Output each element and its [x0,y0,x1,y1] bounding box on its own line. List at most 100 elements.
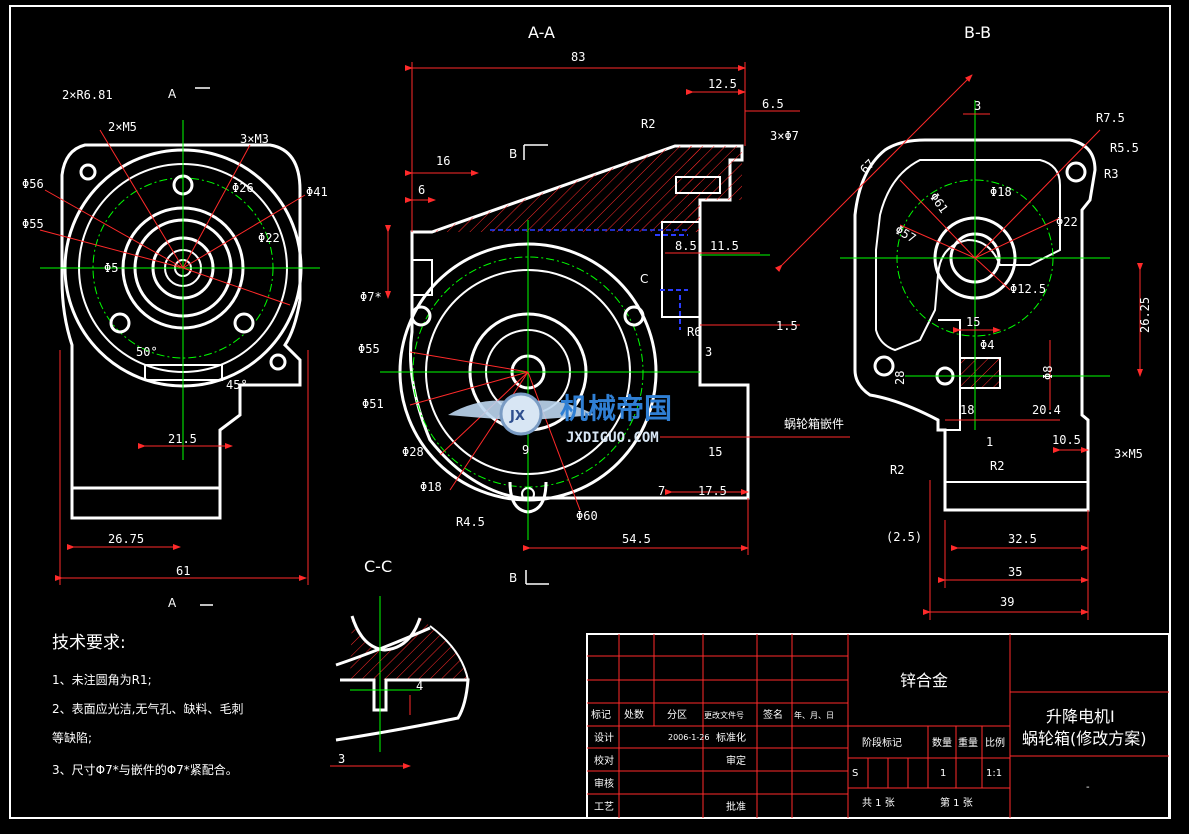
tb-check: 校对 [594,754,614,767]
dim-r3: R3 [1104,167,1118,181]
tb-scale-value: 1:1 [986,768,1002,779]
tb-header-change-no: 更改文件号 [704,710,744,720]
dim-16: 16 [436,154,450,168]
dim-d41: Φ41 [306,185,328,199]
tb-quantity-value: 1 [940,768,946,779]
watermark-url: JXDIGUO.COM [566,430,659,446]
dim-35: 35 [1008,565,1022,579]
dim-32-5: 32.5 [1008,532,1037,546]
dim-61: 61 [176,564,190,578]
section-aa-title: A-A [528,23,555,42]
dim-9: 9 [522,443,529,457]
tb-quantity: 数量 [932,736,952,749]
dim-2xm5: 2×M5 [108,120,137,134]
tb-sheet-no: 第 1 张 [940,796,973,809]
section-aa-labels: A-A B B C 83 12.5 6.5 R2 3×Φ7 16 6 8.5 1… [358,23,844,585]
dim-15: 15 [708,445,722,459]
tb-stage-value: S [852,768,858,779]
tech-item-2: 2、表面应光洁,无气孔、缺料、毛刺 [52,701,243,716]
tb-standardize: 标准化 [716,731,746,744]
dim-15: 15 [966,315,980,329]
dim-26-75: 26.75 [108,532,144,546]
dim-d26: Φ26 [232,181,254,195]
part-label-insert: 蜗轮箱嵌件 [784,416,844,431]
dim-r6: R6 [687,325,701,339]
dim-3xm3: 3×M3 [240,132,269,146]
watermark-logo-text: JX [509,409,525,424]
tb-part-title-1: 升降电机Ⅰ [1046,707,1115,726]
dim-6-5: 6.5 [762,97,784,111]
front-view-labels: A A 2×R6.81 2×M5 3×M3 Φ56 Φ55 Φ26 Φ41 Φ2… [22,87,328,610]
tb-header-count: 处数 [624,708,644,721]
tb-header-zone: 分区 [667,709,687,721]
section-cc-labels: C-C 4 3 [338,557,423,766]
dim-39: 39 [1000,595,1014,609]
cut-b-top: B [509,147,517,161]
dim-r4-5: R4.5 [456,515,485,529]
dim-d18: Φ18 [990,185,1012,199]
section-bb-labels: B-B 67 3 R7.5 R5.5 R3 Φ61 Φ18 Φ57 Φ22 Φ1… [857,23,1152,609]
dim-3: 3 [974,99,981,113]
section-cc-title: C-C [364,557,392,576]
dim-d51: Φ51 [362,397,384,411]
dim-28: 28 [893,371,907,385]
section-bb-title: B-B [964,23,991,42]
tb-total-sheets: 共 1 张 [862,797,895,809]
dim-3: 3 [338,752,345,766]
dim-d60: Φ60 [576,509,598,523]
dim-d55: Φ55 [358,342,380,356]
cut-c: C [640,272,648,286]
dim-2-5: (2.5) [886,530,922,544]
tech-item-1: 1、未注圆角为R1; [52,672,152,687]
dim-8-5: 8.5 [675,239,697,253]
tb-stage-mark: 阶段标记 [862,736,902,749]
dim-d5: Φ5 [104,261,118,275]
tb-header-mark: 标记 [591,709,611,721]
dim-d28: Φ28 [402,445,424,459]
tb-material: 锌合金 [900,671,948,690]
dim-18: 18 [960,403,974,417]
section-label-a-top: A [168,87,177,101]
dim-26-25: 26.25 [1138,297,1152,333]
dim-d22: Φ22 [1056,215,1078,229]
dim-d22: Φ22 [258,231,280,245]
dim-1-5: 1.5 [776,319,798,333]
section-aa-view [380,62,850,585]
dim-50deg: 50° [136,345,158,359]
tb-header-date: 年、月、日 [794,710,834,720]
title-block: 标记 处数 分区 更改文件号 签名 年、月、日 设计 2006-1-26 标准化… [586,633,1170,819]
dim-3: 3 [705,345,712,359]
dim-45deg: 45° [226,378,248,392]
tech-item-3: 等缺陷; [52,730,92,745]
dim-d8: Φ8 [1041,366,1055,380]
dim-r7-5: R7.5 [1096,111,1125,125]
tb-header-sign: 签名 [763,708,783,721]
dim-4: 4 [416,679,423,693]
dim-d18: Φ18 [420,480,442,494]
dim-d57: Φ57 [893,223,919,246]
dim-2xr681: 2×R6.81 [62,88,113,102]
tb-design: 设计 [594,731,614,744]
watermark-logo: JX 机械帝国 JXDIGUO.COM [448,392,672,446]
tb-approve: 批准 [726,800,746,813]
dim-d7-star: Φ7* [360,290,382,304]
dim-17-5: 17.5 [698,484,727,498]
tech-requirements: 技术要求: 1、未注圆角为R1; 2、表面应光洁,无气孔、缺料、毛刺 等缺陷; … [52,633,243,777]
watermark-name: 机械帝国 [560,392,672,425]
dim-3xd7: 3×Φ7 [770,129,799,143]
dim-11-5: 11.5 [710,239,739,253]
tb-scale: 比例 [985,736,1005,749]
dim-d56: Φ56 [22,177,44,191]
dim-r2-a: R2 [890,463,904,477]
tb-review: 审定 [726,754,746,767]
dim-10-5: 10.5 [1052,433,1081,447]
dim-83: 83 [571,50,585,64]
dim-3xm5: 3×M5 [1114,447,1143,461]
tb-audit: 审核 [594,777,614,790]
dim-d55: Φ55 [22,217,44,231]
tech-heading: 技术要求: [52,633,126,653]
tb-drawing-no: - [1086,782,1090,793]
tech-item-4: 3、尺寸Φ7*与嵌件的Φ7*紧配合。 [52,762,238,777]
